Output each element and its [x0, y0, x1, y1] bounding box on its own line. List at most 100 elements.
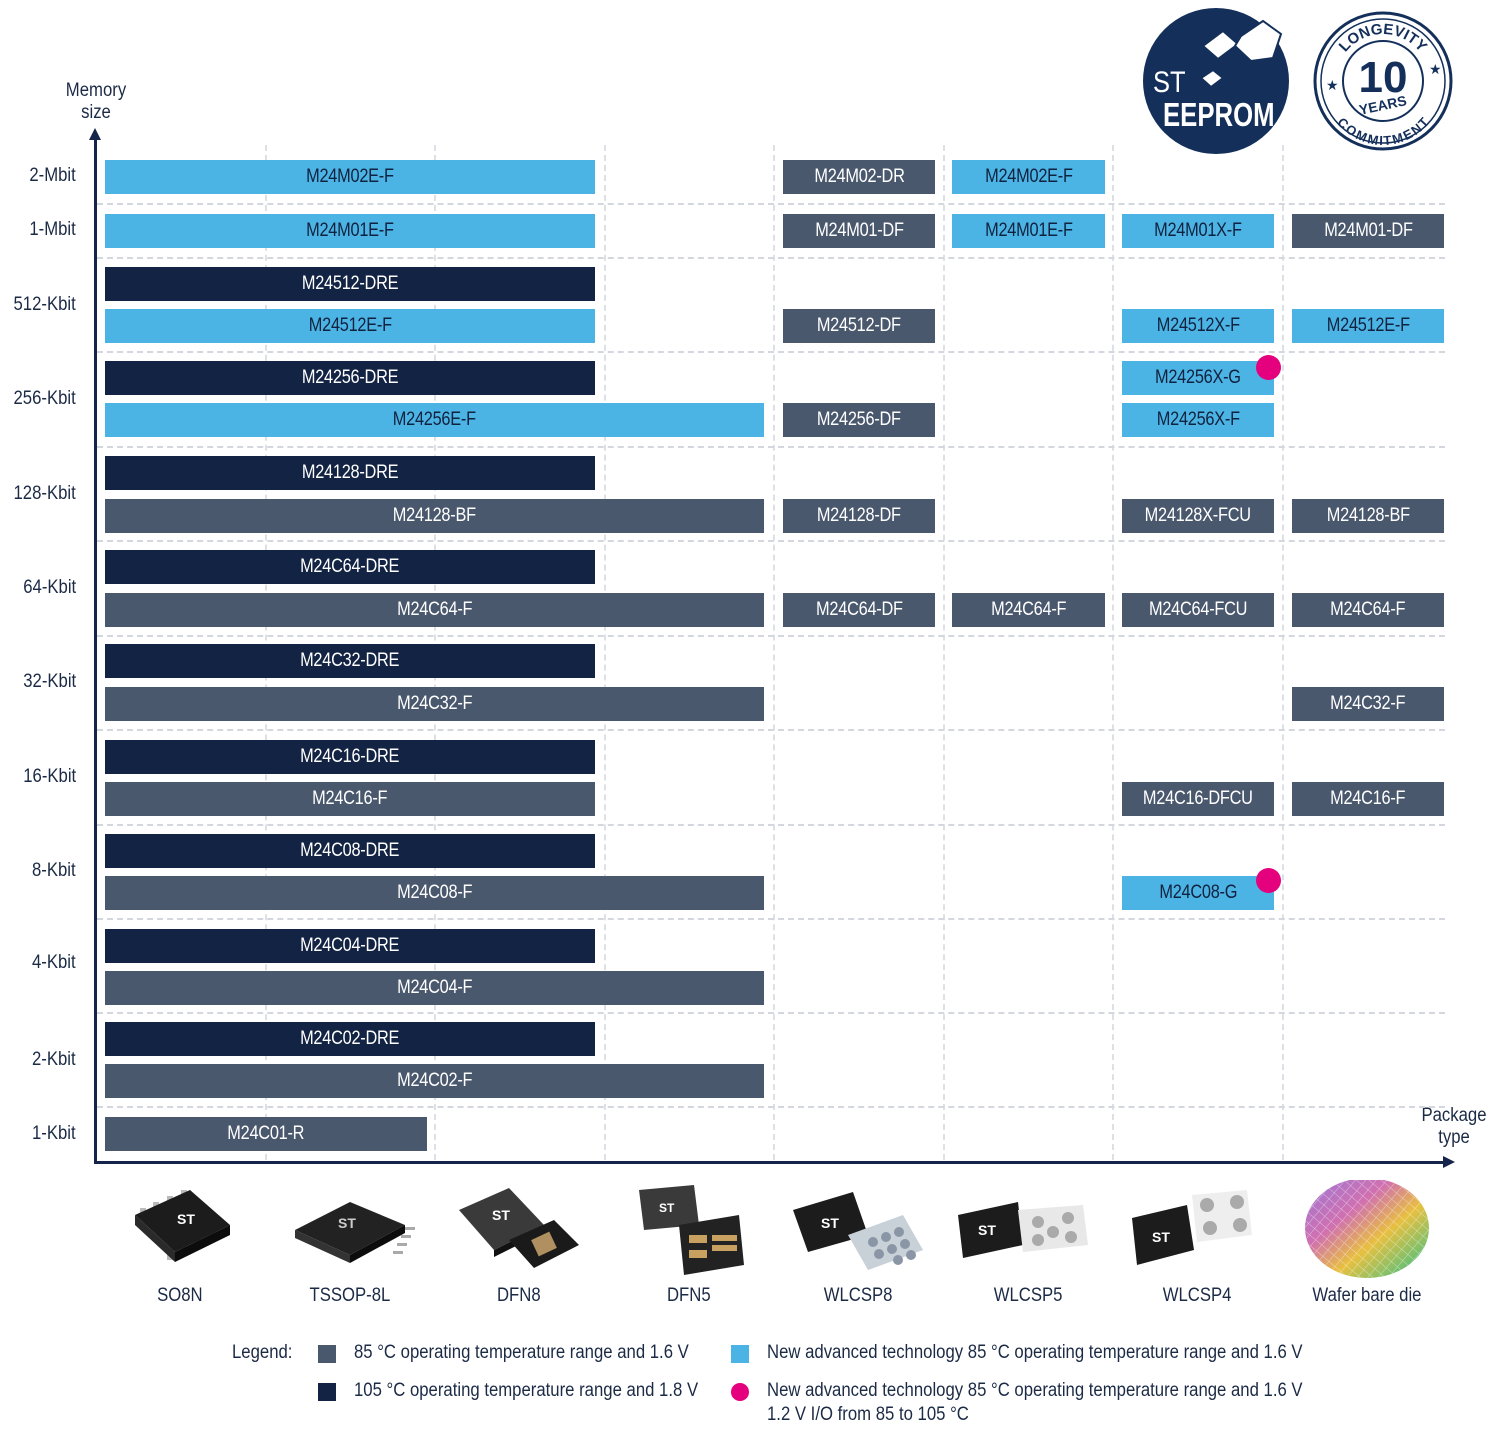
product-bar[interactable]: M24256E-F [105, 403, 764, 437]
product-bar[interactable]: M24128-BF [105, 499, 764, 533]
grid-hline [97, 351, 1445, 353]
product-bar[interactable]: M24C08-G [1122, 876, 1274, 910]
product-bar[interactable]: M24C16-DFCU [1122, 782, 1274, 816]
product-label: M24M01E-F [984, 220, 1073, 241]
product-bar[interactable]: M24C32-F [1292, 687, 1444, 721]
product-bar[interactable]: M24C32-DRE [105, 644, 595, 678]
legend-item-navy: 105 °C operating temperature range and 1… [354, 1380, 699, 1401]
io-1v2-dot-icon [1256, 355, 1281, 380]
product-bar[interactable]: M24C16-F [105, 782, 595, 816]
grid-hline [97, 257, 1445, 259]
product-bar[interactable]: M24512-DRE [105, 267, 595, 301]
product-label: M24C08-F [396, 882, 473, 903]
product-bar[interactable]: M24C02-F [105, 1064, 764, 1098]
product-bar[interactable]: M24C08-F [105, 876, 764, 910]
package-label-so8n: SO8N [157, 1285, 203, 1306]
product-bar[interactable]: M24M02E-F [952, 160, 1105, 194]
product-label: M24128X-FCU [1144, 505, 1252, 526]
product-bar[interactable]: M24M01E-F [105, 214, 595, 248]
y-axis-arrow-icon [89, 128, 101, 140]
product-bar[interactable]: M24256-DRE [105, 361, 595, 395]
y-axis-title-line1: Memory [65, 80, 127, 101]
product-label: M24512-DF [817, 315, 901, 336]
tssop-8l-package-icon: ST [295, 1202, 415, 1263]
product-bar[interactable]: M24128X-FCU [1122, 499, 1274, 533]
product-bar[interactable]: M24C01-R [105, 1117, 427, 1151]
svg-text:ST: ST [821, 1215, 839, 1231]
product-bar[interactable]: M24512E-F [105, 309, 595, 343]
product-bar[interactable]: M24128-BF [1292, 499, 1444, 533]
product-label: M24C64-DF [815, 599, 903, 620]
product-bar[interactable]: M24C04-F [105, 971, 764, 1005]
product-label: M24M02E-F [984, 166, 1073, 187]
product-label: M24C64-DRE [300, 556, 400, 577]
product-bar[interactable]: M24M01-DF [783, 214, 935, 248]
grid-hline [97, 635, 1445, 637]
product-bar[interactable]: M24M02-DR [783, 160, 935, 194]
product-label: M24C64-FCU [1148, 599, 1248, 620]
product-label: M24128-BF [392, 505, 477, 526]
product-bar[interactable]: M24512-DF [783, 309, 935, 343]
product-bar[interactable]: M24M02E-F [105, 160, 595, 194]
product-bar[interactable]: M24256X-G [1122, 361, 1274, 395]
product-bar[interactable]: M24M01X-F [1122, 214, 1274, 248]
longevity-seal-icon: LONGEVITY COMMITMENT 10 YEARS ★ ★ [1313, 11, 1453, 151]
y-label: 2-Kbit [32, 1049, 76, 1070]
wafer-bare-die-icon [1305, 1180, 1429, 1278]
product-label: M24C16-F [1330, 788, 1406, 809]
product-bar[interactable]: M24C64-F [105, 593, 764, 627]
product-bar[interactable]: M24M01-DF [1292, 214, 1444, 248]
product-label: M24C08-G [1159, 882, 1237, 903]
y-axis-line [94, 138, 97, 1163]
product-bar[interactable]: M24512E-F [1292, 309, 1444, 343]
y-label: 1-Mbit [29, 219, 76, 240]
package-label-wafer-bare-die: Wafer bare die [1312, 1285, 1422, 1306]
product-label: M24256X-F [1156, 409, 1240, 430]
product-label: M24C08-DRE [300, 840, 400, 861]
legend-title: Legend: [232, 1342, 293, 1363]
product-bar[interactable]: M24M01E-F [952, 214, 1105, 248]
grid-vline [773, 145, 775, 1160]
product-bar[interactable]: M24128-DF [783, 499, 935, 533]
st-eeprom-line2: EEPROM [1163, 96, 1275, 133]
product-bar[interactable]: M24C64-DF [783, 593, 935, 627]
wlcsp5-package-icon: ST [958, 1202, 1088, 1258]
product-bar[interactable]: M24128-DRE [105, 456, 595, 490]
product-bar[interactable]: M24C16-F [1292, 782, 1444, 816]
legend-swatch-gray [318, 1345, 336, 1363]
product-bar[interactable]: M24256X-F [1122, 403, 1274, 437]
product-label: M24C32-F [1330, 693, 1406, 714]
product-bar[interactable]: M24C64-DRE [105, 550, 595, 584]
product-label: M24C16-DRE [300, 746, 400, 767]
product-label: M24C04-F [396, 977, 473, 998]
grid-hline [97, 540, 1445, 542]
product-bar[interactable]: M24256-DF [783, 403, 935, 437]
grid-hline [97, 1106, 1445, 1108]
product-bar[interactable]: M24C64-F [1292, 593, 1444, 627]
product-label: M24M01E-F [306, 220, 394, 241]
y-label: 8-Kbit [32, 860, 76, 881]
product-bar[interactable]: M24C02-DRE [105, 1022, 595, 1056]
product-label: M24C64-F [1330, 599, 1406, 620]
cubes-icon [1199, 19, 1283, 89]
product-label: M24512E-F [308, 315, 392, 336]
product-bar[interactable]: M24C32-F [105, 687, 764, 721]
product-bar[interactable]: M24C16-DRE [105, 740, 595, 774]
product-label: M24128-BF [1326, 505, 1410, 526]
legend-dot-magenta-icon [731, 1383, 749, 1401]
product-bar[interactable]: M24C08-DRE [105, 834, 595, 868]
product-bar[interactable]: M24512X-F [1122, 309, 1274, 343]
product-label: M24256E-F [392, 409, 477, 430]
product-bar[interactable]: M24C64-F [952, 593, 1105, 627]
legend-swatch-cyan [731, 1345, 749, 1363]
product-bar[interactable]: M24C64-FCU [1122, 593, 1274, 627]
longevity-badge: LONGEVITY COMMITMENT 10 YEARS ★ ★ [1312, 10, 1454, 152]
x-axis-arrow-icon [1443, 1156, 1455, 1168]
product-bar[interactable]: M24C04-DRE [105, 929, 595, 963]
product-label: M24128-DRE [301, 462, 399, 483]
so8n-package-icon: ST [135, 1190, 230, 1262]
legend-item-magenta: New advanced technology 85 °C operating … [767, 1380, 1303, 1401]
svg-text:ST: ST [492, 1207, 510, 1223]
legend-item-magenta-line2: 1.2 V I/O from 85 to 105 °C [767, 1404, 969, 1425]
product-label: M24C02-F [396, 1070, 473, 1091]
